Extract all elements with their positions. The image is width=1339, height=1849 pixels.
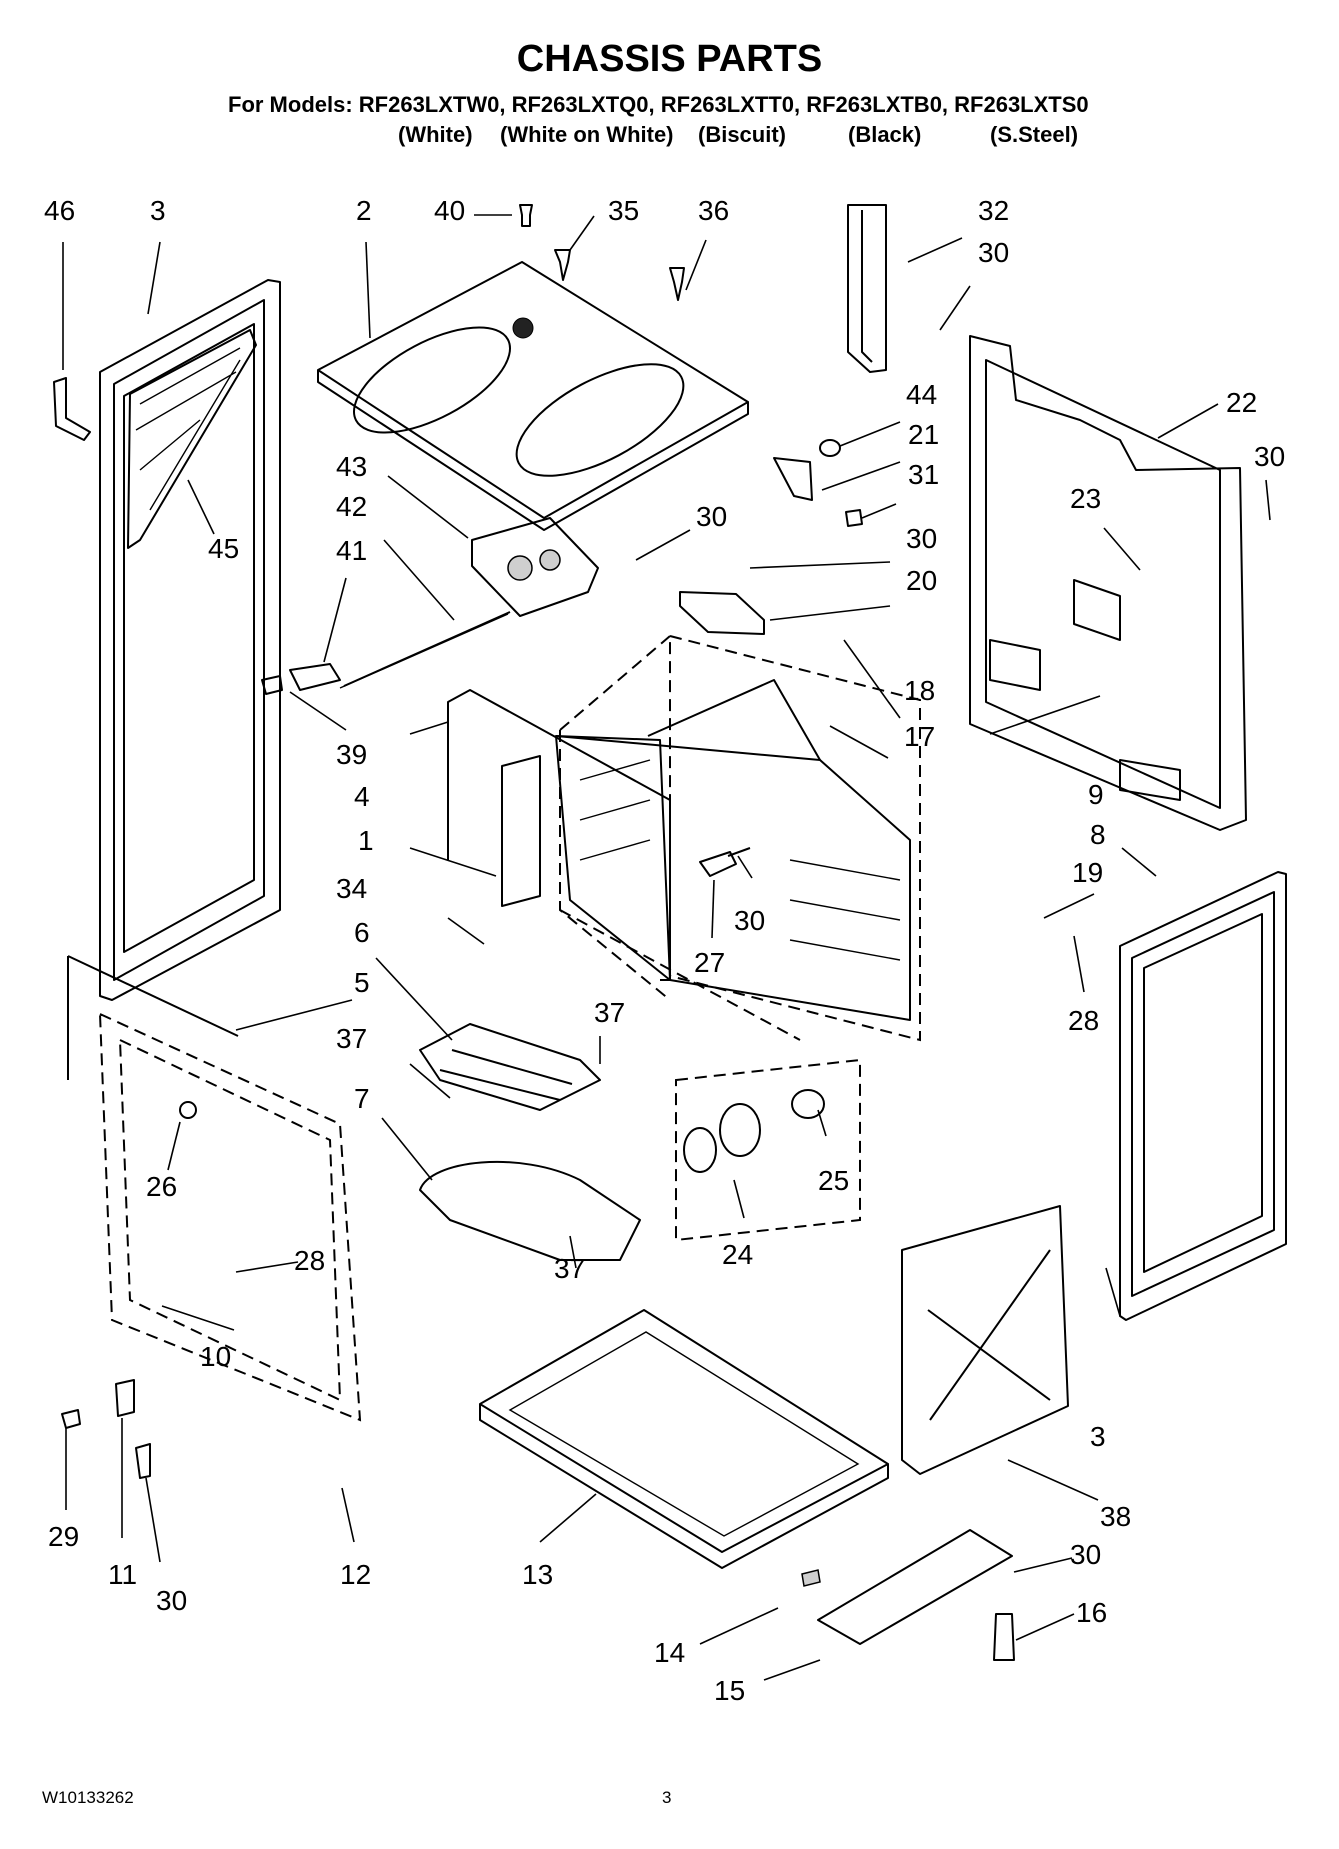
callout-30b: 30	[696, 501, 727, 532]
doc-number: W10133262	[42, 1788, 134, 1807]
callout-22: 22	[1226, 387, 1257, 418]
callout-44: 44	[906, 379, 937, 410]
part-5-oven-door	[67, 955, 362, 1422]
part-3-left-side-panel	[99, 279, 281, 1001]
models-line: For Models: RF263LXTW0, RF263LXTQ0, RF26…	[228, 92, 1089, 117]
callout-37c: 37	[554, 1253, 585, 1284]
callout-13: 13	[522, 1559, 553, 1590]
callout-3: 3	[150, 195, 166, 226]
callout-18: 18	[904, 675, 935, 706]
color-biscuit: (Biscuit)	[698, 122, 786, 147]
part-46-bracket	[53, 377, 91, 441]
callout-35: 35	[608, 195, 639, 226]
callout-16: 16	[1076, 1597, 1107, 1628]
callout-20: 20	[906, 565, 937, 596]
callout-37b: 37	[336, 1023, 367, 1054]
part-7-bake-element	[419, 1160, 641, 1261]
part-43-control	[471, 517, 599, 617]
callout-15: 15	[714, 1675, 745, 1706]
callout-29: 29	[48, 1521, 79, 1552]
callout-12: 12	[340, 1559, 371, 1590]
callout-28a: 28	[1068, 1005, 1099, 1036]
part-45-window	[127, 329, 257, 549]
callout-7: 7	[354, 1083, 370, 1114]
part-1-vent	[501, 755, 541, 907]
callout-24: 24	[722, 1239, 753, 1270]
callout-40: 40	[434, 195, 465, 226]
callout-17: 17	[904, 721, 935, 752]
callout-34: 34	[336, 873, 367, 904]
color-black: (Black)	[848, 122, 922, 147]
parts-15-16-leveler	[801, 1529, 1015, 1661]
callout-23: 23	[1070, 483, 1101, 514]
parts-24-25-lamp	[675, 1058, 861, 1242]
leader-lines	[62, 214, 1271, 1681]
callout-8: 8	[1090, 819, 1106, 850]
callout-26: 26	[146, 1171, 177, 1202]
callout-19: 19	[1072, 857, 1103, 888]
callout-21: 21	[908, 419, 939, 450]
callout-38: 38	[1100, 1501, 1131, 1532]
callout-labels: 46 3 2 40 35 36 32 30 45 43 42 41 30 44 …	[44, 195, 1285, 1706]
callout-27: 27	[694, 947, 725, 978]
callout-25: 25	[818, 1165, 849, 1196]
callout-43: 43	[336, 451, 367, 482]
part-42-rod	[339, 611, 511, 689]
part-4-gasket	[447, 689, 671, 981]
part-38-rear-cover	[901, 1205, 1069, 1475]
callout-37a: 37	[594, 997, 625, 1028]
callout-36: 36	[698, 195, 729, 226]
part-6-broil-element	[419, 1023, 601, 1111]
color-ss: (S.Steel)	[990, 122, 1079, 147]
callout-45: 45	[208, 533, 239, 564]
part-13-drawer	[479, 1309, 889, 1569]
callout-14: 14	[654, 1637, 685, 1668]
callout-9: 9	[1088, 779, 1104, 810]
callout-42: 42	[336, 491, 367, 522]
callout-30a: 30	[978, 237, 1009, 268]
callout-30f: 30	[156, 1585, 187, 1616]
screws-top	[519, 204, 685, 301]
callout-30d: 30	[1254, 441, 1285, 472]
callout-11: 11	[108, 1559, 137, 1590]
callout-6: 6	[354, 917, 370, 948]
parts-44-21-31	[773, 439, 863, 527]
callout-1: 1	[358, 825, 374, 856]
oven-cavity	[555, 634, 921, 1042]
callout-10: 10	[200, 1341, 231, 1372]
part-2-cooktop-base	[317, 261, 749, 531]
callout-31: 31	[908, 459, 939, 490]
callout-30c: 30	[906, 523, 937, 554]
color-white-on-white: (White on White)	[500, 122, 674, 147]
part-20-bracket	[679, 591, 765, 635]
color-white: (White)	[398, 122, 473, 147]
part-3-right-side-panel	[1119, 871, 1287, 1321]
callout-30g: 30	[1070, 1539, 1101, 1570]
callout-30e: 30	[734, 905, 765, 936]
callout-5: 5	[354, 967, 370, 998]
page-number: 3	[662, 1788, 672, 1807]
callout-46: 46	[44, 195, 75, 226]
callout-32: 32	[978, 195, 1009, 226]
part-32-bracket	[847, 204, 887, 373]
page-title: CHASSIS PARTS	[516, 38, 823, 80]
part-41-bracket	[261, 663, 341, 695]
parts-29-11-30-screws	[61, 1379, 151, 1479]
part-27-sensor	[699, 847, 751, 877]
callout-39: 39	[336, 739, 367, 770]
callout-41: 41	[336, 535, 367, 566]
callout-3b: 3	[1090, 1421, 1106, 1452]
callout-2: 2	[356, 195, 372, 226]
callout-4: 4	[354, 781, 370, 812]
part-22-rear-panel	[969, 335, 1247, 831]
callout-28b: 28	[294, 1245, 325, 1276]
